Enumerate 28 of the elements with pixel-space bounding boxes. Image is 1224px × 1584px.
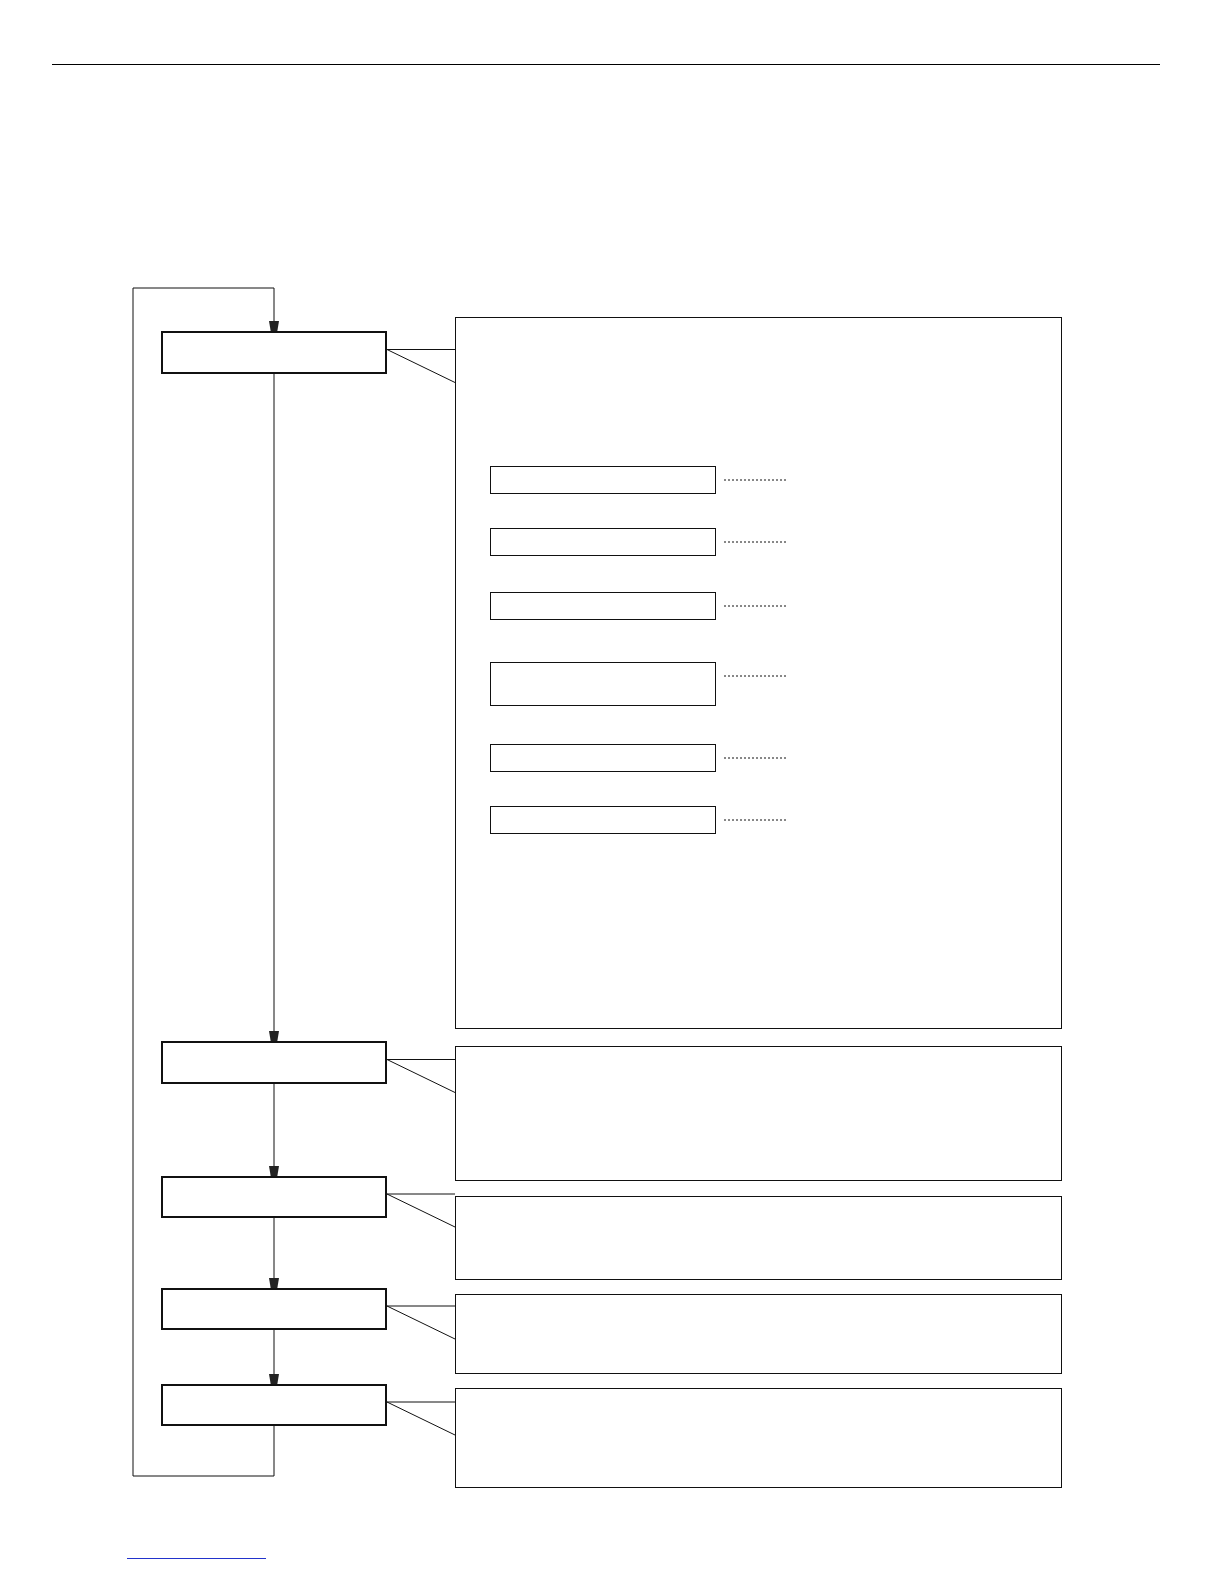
process-box xyxy=(490,806,716,834)
leader-line xyxy=(723,541,787,543)
process-box xyxy=(490,592,716,620)
process-box xyxy=(161,1288,387,1330)
leader-line xyxy=(723,605,787,607)
leader-line xyxy=(723,675,787,677)
process-box xyxy=(455,1046,1062,1181)
callout-panel xyxy=(455,317,1062,1029)
process-box xyxy=(490,528,716,556)
callout-pointer xyxy=(386,349,456,383)
process-box xyxy=(161,1041,387,1084)
process-box xyxy=(490,466,716,494)
process-box xyxy=(455,1388,1062,1488)
process-box xyxy=(161,331,387,374)
callout-pointer xyxy=(386,1059,456,1093)
leader-line xyxy=(723,819,787,821)
process-box xyxy=(161,1384,387,1426)
callout-pointer xyxy=(386,1305,456,1340)
arrow xyxy=(132,287,279,1477)
process-box xyxy=(455,1196,1062,1280)
callout-pointer xyxy=(386,1193,456,1228)
callout-pointer xyxy=(386,1401,456,1436)
leader-line xyxy=(723,757,787,759)
leader-line xyxy=(723,479,787,481)
process-box xyxy=(490,744,716,772)
process-box xyxy=(490,662,716,706)
process-box xyxy=(161,1176,387,1218)
process-box xyxy=(455,1294,1062,1374)
